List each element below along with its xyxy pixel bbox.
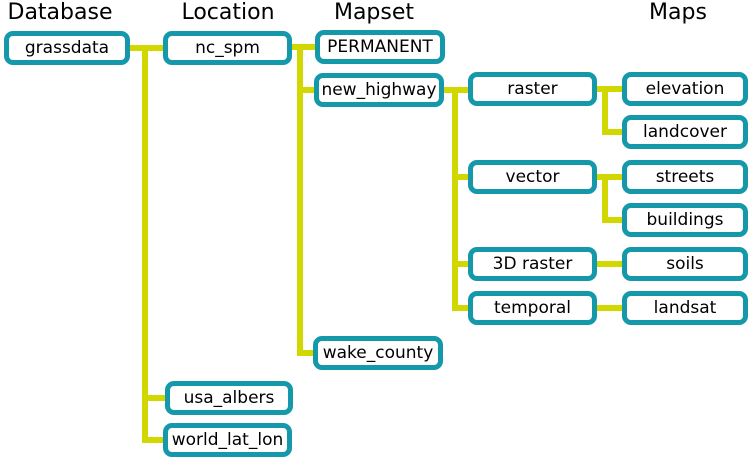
column-header-mapset: Mapset: [333, 0, 415, 25]
connector-raster-to-elevation: [594, 86, 626, 92]
connector-branch-landcover: [602, 129, 626, 135]
connector-raster-maps-trunk: [602, 86, 608, 135]
node-grassdata: grassdata: [4, 31, 130, 65]
node-buildings: buildings: [622, 203, 748, 237]
connector-ncspm-to-permanent: [288, 44, 320, 50]
connector-branch-temporal: [452, 305, 472, 311]
node-label: vector: [505, 167, 560, 187]
connector-branch-usa-albers: [142, 395, 170, 401]
node-label: temporal: [493, 298, 571, 318]
node-usa-albers: usa_albers: [165, 381, 293, 415]
connector-branch-world-lat-lon: [142, 437, 168, 443]
node-label: PERMANENT: [327, 37, 433, 57]
node-label: world_lat_lon: [171, 430, 284, 450]
connector-branch-vector: [452, 174, 472, 180]
node-elevation: elevation: [622, 72, 748, 106]
node-label: elevation: [645, 79, 725, 99]
connector-temporal-to-landsat: [594, 305, 626, 311]
node-label: nc_spm: [195, 38, 260, 58]
node-label: new_highway: [321, 80, 437, 100]
node-label: soils: [666, 254, 704, 274]
connector-type-trunk: [452, 87, 458, 311]
node-label: streets: [655, 167, 715, 187]
node-temporal: temporal: [468, 291, 597, 325]
node-label: landcover: [643, 122, 727, 142]
connector-mapset-trunk: [297, 44, 303, 356]
connector-branch-wake-county: [297, 350, 319, 356]
node-label: raster: [507, 79, 558, 99]
node-soils: soils: [622, 247, 748, 281]
node-wake-county: wake_county: [313, 336, 443, 370]
node-streets: streets: [622, 160, 748, 194]
node-landsat: landsat: [622, 291, 748, 325]
connector-database-trunk: [142, 45, 148, 443]
node-label: buildings: [646, 210, 724, 230]
node-label: 3D raster: [492, 254, 573, 274]
node-label: grassdata: [24, 38, 110, 58]
node-nc-spm: nc_spm: [163, 31, 292, 65]
connector-branch-buildings: [602, 217, 626, 223]
column-header-maps: Maps: [649, 0, 707, 25]
connector-vector-to-streets: [594, 174, 626, 180]
node-label: landsat: [653, 298, 717, 318]
node-landcover: landcover: [622, 115, 748, 149]
connector-branch-new-highway: [297, 87, 319, 93]
connector-3draster-to-soils: [594, 261, 626, 267]
node-raster: raster: [468, 72, 597, 106]
node-label: usa_albers: [183, 388, 275, 408]
node-vector: vector: [468, 160, 597, 194]
node-permanent: PERMANENT: [315, 30, 445, 64]
connector-branch-3d-raster: [452, 261, 472, 267]
node-world-lat-lon: world_lat_lon: [163, 423, 292, 457]
connector-vector-maps-trunk: [602, 174, 608, 223]
column-header-location: Location: [181, 0, 275, 25]
column-header-database: Database: [7, 0, 113, 25]
node-new-highway: new_highway: [314, 73, 444, 107]
node-3d-raster: 3D raster: [468, 247, 597, 281]
node-label: wake_county: [322, 343, 434, 363]
